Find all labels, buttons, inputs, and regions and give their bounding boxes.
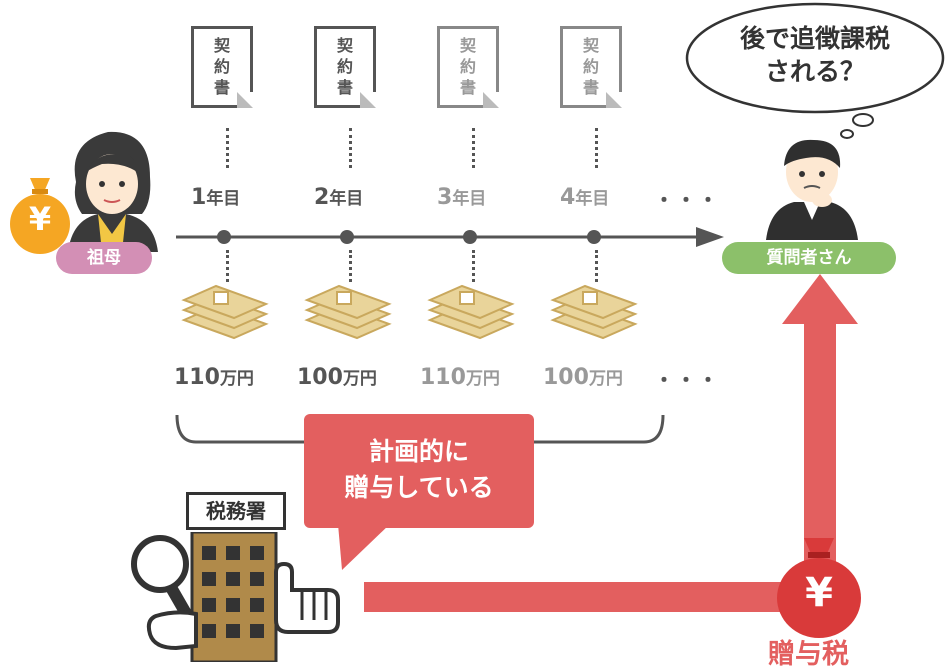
amount-label: 110万円 (420, 365, 500, 390)
amount-label: 100万円 (543, 365, 623, 390)
money-bag-icon (777, 538, 861, 638)
pointing-hand-icon (274, 561, 340, 634)
year-label: 3年目 (437, 185, 487, 210)
tax-office-label: 税務署 (206, 499, 266, 523)
ellipsis-amounts: ・・・ (654, 368, 720, 392)
questioner-label: 質問者さん (722, 242, 896, 274)
cash-stack-icon (550, 284, 638, 340)
thought-bubble (685, 2, 945, 139)
cash-stack-icon (304, 284, 392, 340)
year-label: 4年目 (560, 185, 610, 210)
contract-document-icon: 契 約 書 (560, 26, 622, 108)
gift-tax-label: 贈与税 (768, 639, 849, 670)
contract-document-icon: 契 約 書 (191, 26, 253, 108)
contract-label: 契 約 書 (459, 36, 476, 97)
callout-tail (338, 524, 390, 570)
contract-label: 契 約 書 (582, 36, 599, 97)
cash-stack-icon (427, 284, 515, 340)
thought-bubble-text: 後で追徴課税 される？ (739, 24, 890, 86)
tax-flow-bar (364, 582, 784, 612)
grandmother-label: 祖母 (56, 242, 152, 274)
money-bag-icon (10, 178, 70, 254)
year-label: 2年目 (314, 185, 364, 210)
ellipsis-years: ・・・ (654, 188, 720, 212)
cash-stack-icon (181, 284, 269, 340)
amount-label: 100万円 (297, 365, 377, 390)
planned-gift-callout: 計画的に 贈与している (304, 414, 534, 528)
yen-symbol: ¥ (805, 570, 833, 616)
contract-document-icon: 契 約 書 (314, 26, 376, 108)
magnifier-icon (131, 535, 198, 651)
amount-label: 110万円 (174, 365, 254, 390)
grandmother-figure (68, 131, 158, 252)
contract-document-icon: 契 約 書 (437, 26, 499, 108)
contract-label: 契 約 書 (336, 36, 353, 97)
tax-office-sign: 税務署 (186, 492, 286, 530)
yen-symbol: ¥ (28, 200, 52, 238)
questioner-figure (766, 139, 858, 240)
year-label: 1年目 (191, 185, 241, 210)
timeline-arrow (176, 227, 724, 247)
planned-gift-text: 計画的に 贈与している (344, 437, 494, 502)
tax-arrow-up (782, 274, 858, 564)
contract-label: 契 約 書 (213, 36, 230, 97)
